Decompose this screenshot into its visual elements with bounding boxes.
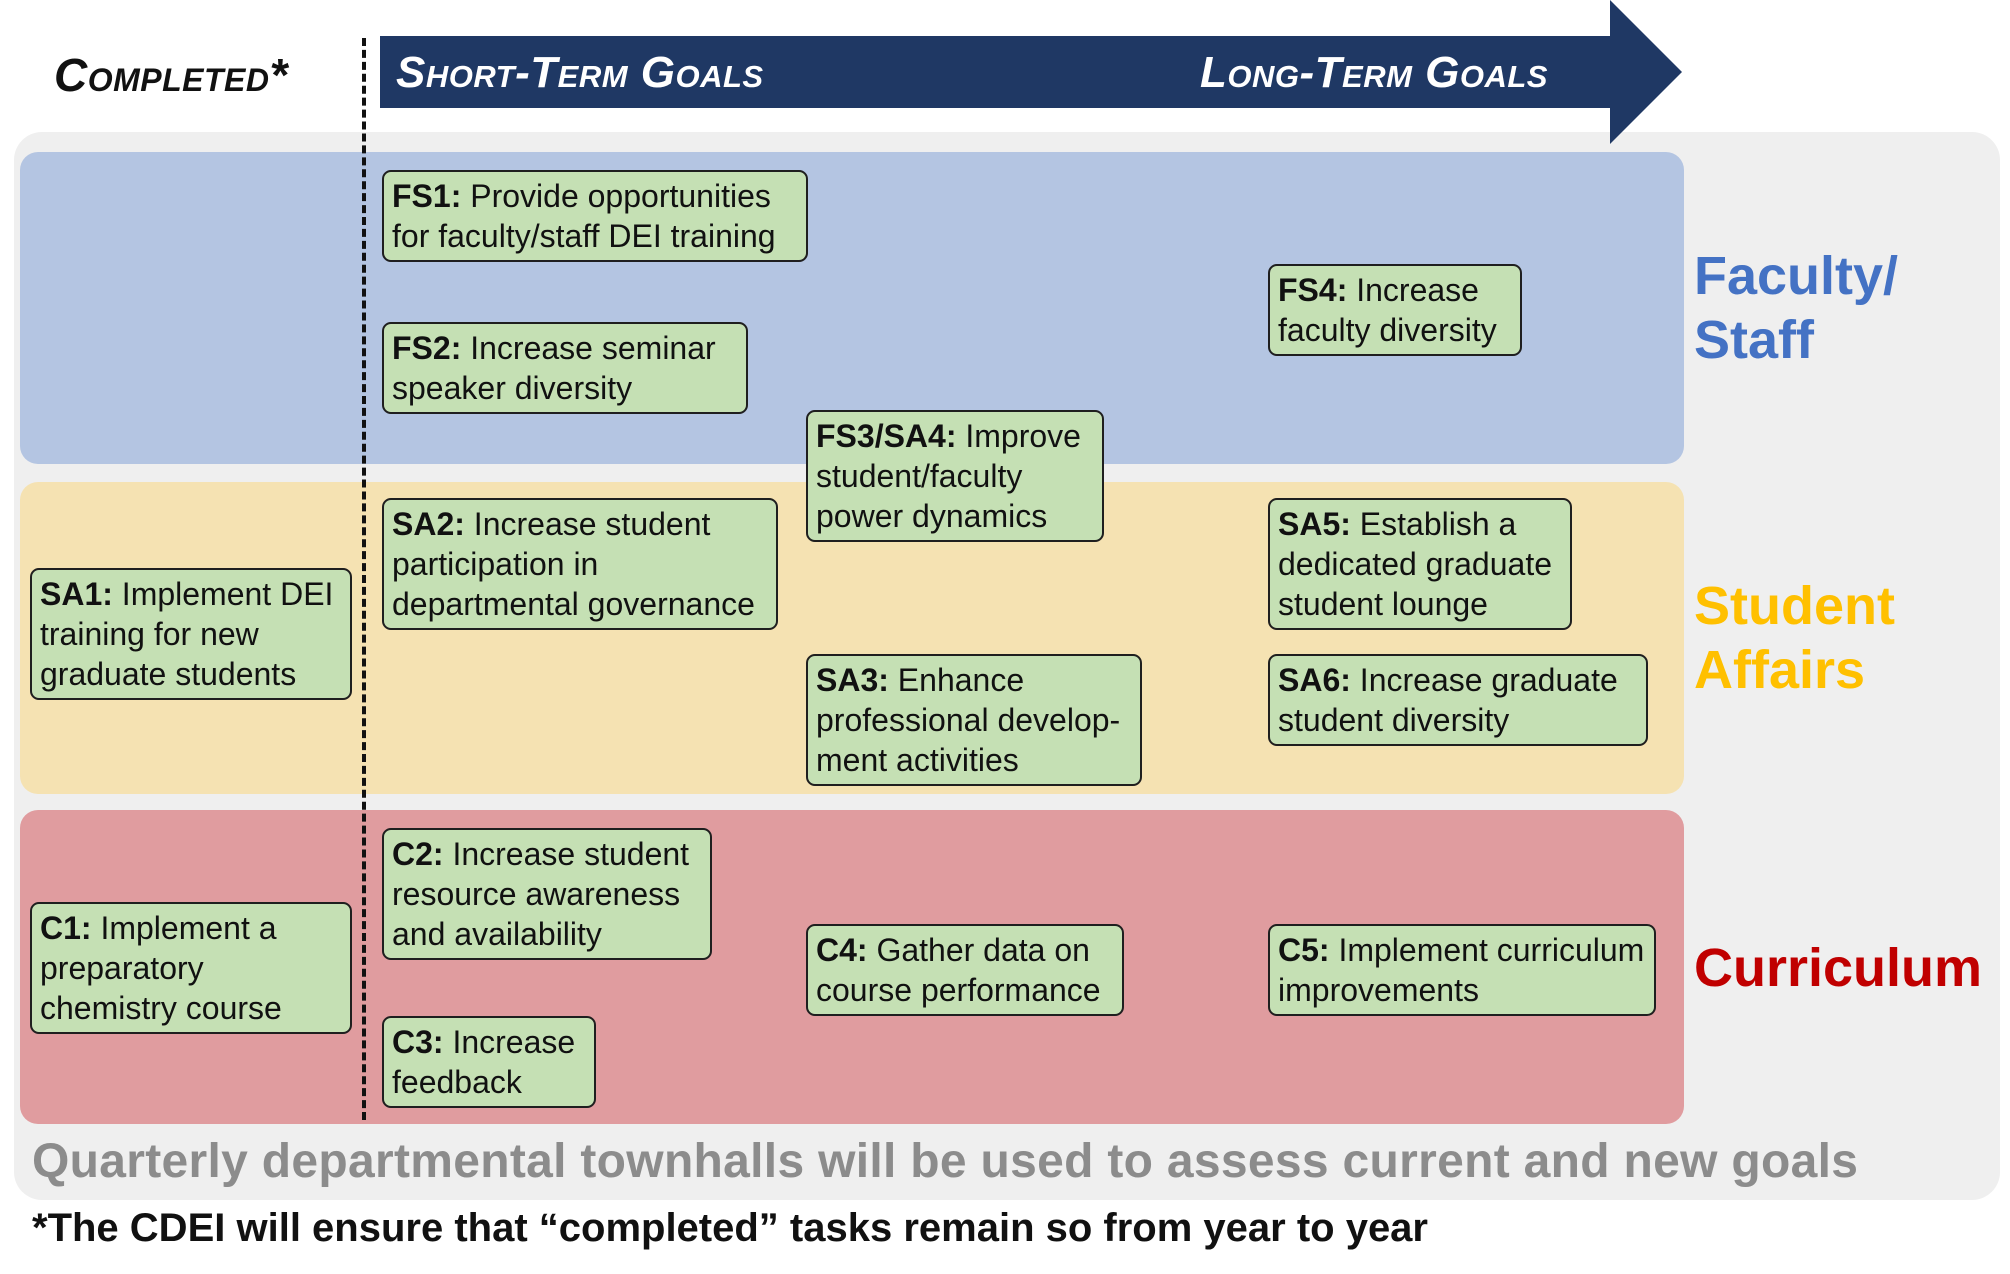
goal-text: Gather data on course performance bbox=[816, 932, 1101, 1008]
goal-text: Increase feedback bbox=[392, 1024, 576, 1100]
goal-id: SA1: bbox=[40, 576, 113, 612]
short-term-goals-label: Short-Term Goals bbox=[396, 48, 764, 97]
goal-id: C4: bbox=[816, 932, 868, 968]
student-affairs-category-label: Student Affairs bbox=[1694, 576, 1895, 700]
goal-id: SA2: bbox=[392, 506, 465, 542]
goal-id: SA5: bbox=[1278, 506, 1351, 542]
curriculum-category-label: Curriculum bbox=[1694, 938, 1983, 998]
goal-sa1: SA1: Implement DEI training for new grad… bbox=[30, 568, 352, 700]
completed-label: Completed* bbox=[54, 49, 288, 101]
goal-fs1: FS1: Provide opportunities for faculty/s… bbox=[382, 170, 808, 262]
goal-sa2: SA2: Increase student participation in d… bbox=[382, 498, 778, 630]
goal-text: Implement curriculum improvements bbox=[1278, 932, 1645, 1008]
goal-id: C2: bbox=[392, 836, 444, 872]
goal-id: C5: bbox=[1278, 932, 1330, 968]
goal-c3: C3: Increase feedback bbox=[382, 1016, 596, 1108]
goal-c2: C2: Increase student resource awareness … bbox=[382, 828, 712, 960]
goal-id: C3: bbox=[392, 1024, 444, 1060]
goal-sa5: SA5: Establish a dedicated graduate stud… bbox=[1268, 498, 1572, 630]
long-term-goals-label: Long-Term Goals bbox=[1200, 48, 1548, 97]
townhall-note: Quarterly departmental townhalls will be… bbox=[32, 1135, 1859, 1188]
completed-divider-line bbox=[362, 38, 366, 1120]
goal-sa6: SA6: Increase graduate student diversity bbox=[1268, 654, 1648, 746]
goal-text: Implement DEI training for new graduate … bbox=[40, 576, 334, 692]
goal-id: FS1: bbox=[392, 178, 462, 214]
goal-id: C1: bbox=[40, 910, 92, 946]
goal-id: SA3: bbox=[816, 662, 889, 698]
goal-fs4: FS4: Increase faculty diversity bbox=[1268, 264, 1522, 356]
goal-id: FS2: bbox=[392, 330, 462, 366]
goal-fs2: FS2: Increase seminar speaker diversity bbox=[382, 322, 748, 414]
goal-sa3: SA3: Enhance professional develop-ment a… bbox=[806, 654, 1142, 786]
goal-text: Enhance professional develop-ment activi… bbox=[816, 662, 1121, 778]
goal-text: Provide opportunities for faculty/staff … bbox=[392, 178, 776, 254]
timeline-arrow bbox=[380, 0, 1682, 144]
goal-id: FS3/SA4: bbox=[816, 418, 957, 454]
goal-text: Increase student participation in depart… bbox=[392, 506, 755, 622]
goal-fs3-sa4: FS3/SA4: Improve student/faculty power d… bbox=[806, 410, 1104, 542]
goal-c5: C5: Implement curriculum improvements bbox=[1268, 924, 1656, 1016]
goal-c1: C1: Implement a preparatory chemistry co… bbox=[30, 902, 352, 1034]
goal-text: Increase graduate student diversity bbox=[1278, 662, 1618, 738]
goal-text: Improve student/faculty power dynamics bbox=[816, 418, 1081, 534]
goal-c4: C4: Gather data on course performance bbox=[806, 924, 1124, 1016]
goal-id: SA6: bbox=[1278, 662, 1351, 698]
goal-text: Establish a dedicated graduate student l… bbox=[1278, 506, 1552, 622]
faculty-staff-category-label: Faculty/ Staff bbox=[1694, 246, 1899, 370]
goal-text: Increase seminar speaker diversity bbox=[392, 330, 716, 406]
footnote: *The CDEI will ensure that “completed” t… bbox=[32, 1206, 1428, 1250]
goal-text: Implement a preparatory chemistry course bbox=[40, 910, 282, 1026]
goal-id: FS4: bbox=[1278, 272, 1348, 308]
goal-text: Increase student resource awareness and … bbox=[392, 836, 690, 952]
goal-text: Increase faculty diversity bbox=[1278, 272, 1497, 348]
